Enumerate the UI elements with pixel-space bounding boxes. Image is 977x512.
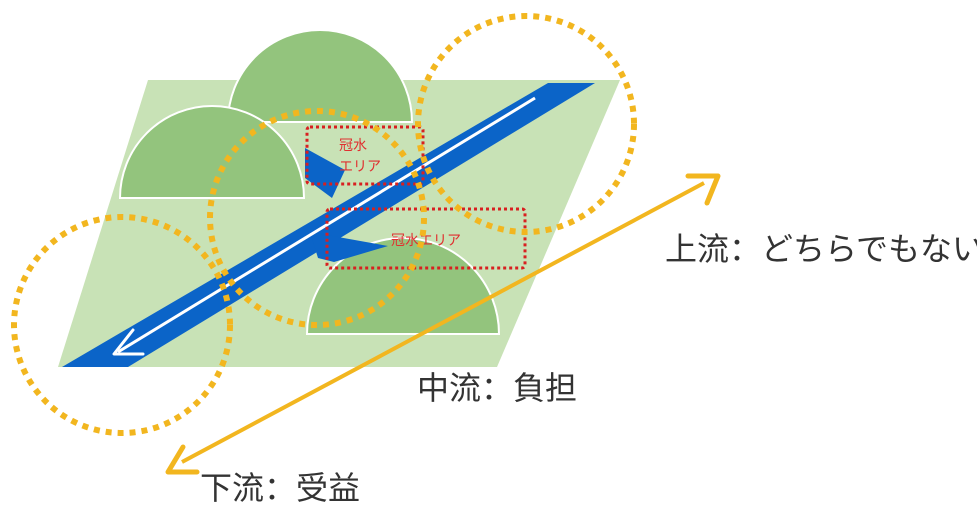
- flood-area-label-2: 冠水エリア: [391, 233, 461, 249]
- midstream-circle: [207, 108, 427, 328]
- flood-area-label-1-line-2: エリア: [339, 159, 381, 175]
- upstream-circle: [415, 13, 637, 235]
- upstream-label: 上流：どちらでもない: [665, 230, 977, 268]
- hill-top: [226, 29, 414, 123]
- river-spill-lower: [310, 232, 388, 262]
- flood-area-box-1: [305, 125, 425, 186]
- flow-arrow-line: [117, 96, 536, 354]
- downstream-label: 下流：受益: [200, 469, 361, 507]
- hill-left: [118, 105, 306, 199]
- axis-arrowhead-upstream: [685, 173, 721, 206]
- double-headed-arrow-icon: [181, 181, 705, 464]
- flood-area-label-1-line-1: 冠水: [339, 138, 367, 154]
- river-spill-upper: [305, 148, 345, 198]
- arrow-down-left-icon: [112, 328, 145, 356]
- midstream-label: 中流：負担: [417, 369, 578, 407]
- downstream-circle: [11, 214, 233, 436]
- axis-arrowhead-downstream: [165, 444, 200, 475]
